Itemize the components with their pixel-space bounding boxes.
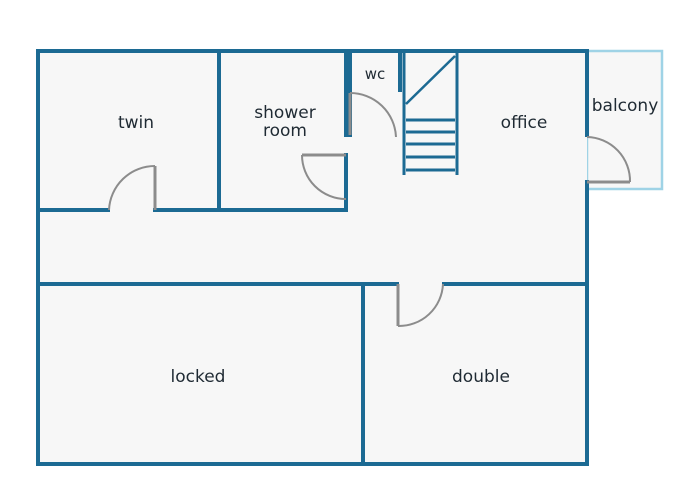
- stairs: [402, 51, 459, 175]
- doors: [108, 91, 632, 328]
- room-label-wc: wc: [365, 65, 386, 83]
- room-label-shower: shower: [254, 103, 315, 123]
- room-label-balcony: balcony: [592, 96, 659, 116]
- room-label-locked: locked: [171, 367, 226, 387]
- room-label-twin: twin: [118, 113, 154, 133]
- room-label-office: office: [501, 113, 548, 133]
- room-label-shower-room: room: [263, 121, 307, 141]
- floor-area: [38, 51, 587, 464]
- balcony-area: [585, 49, 664, 191]
- room-label-double: double: [452, 367, 510, 387]
